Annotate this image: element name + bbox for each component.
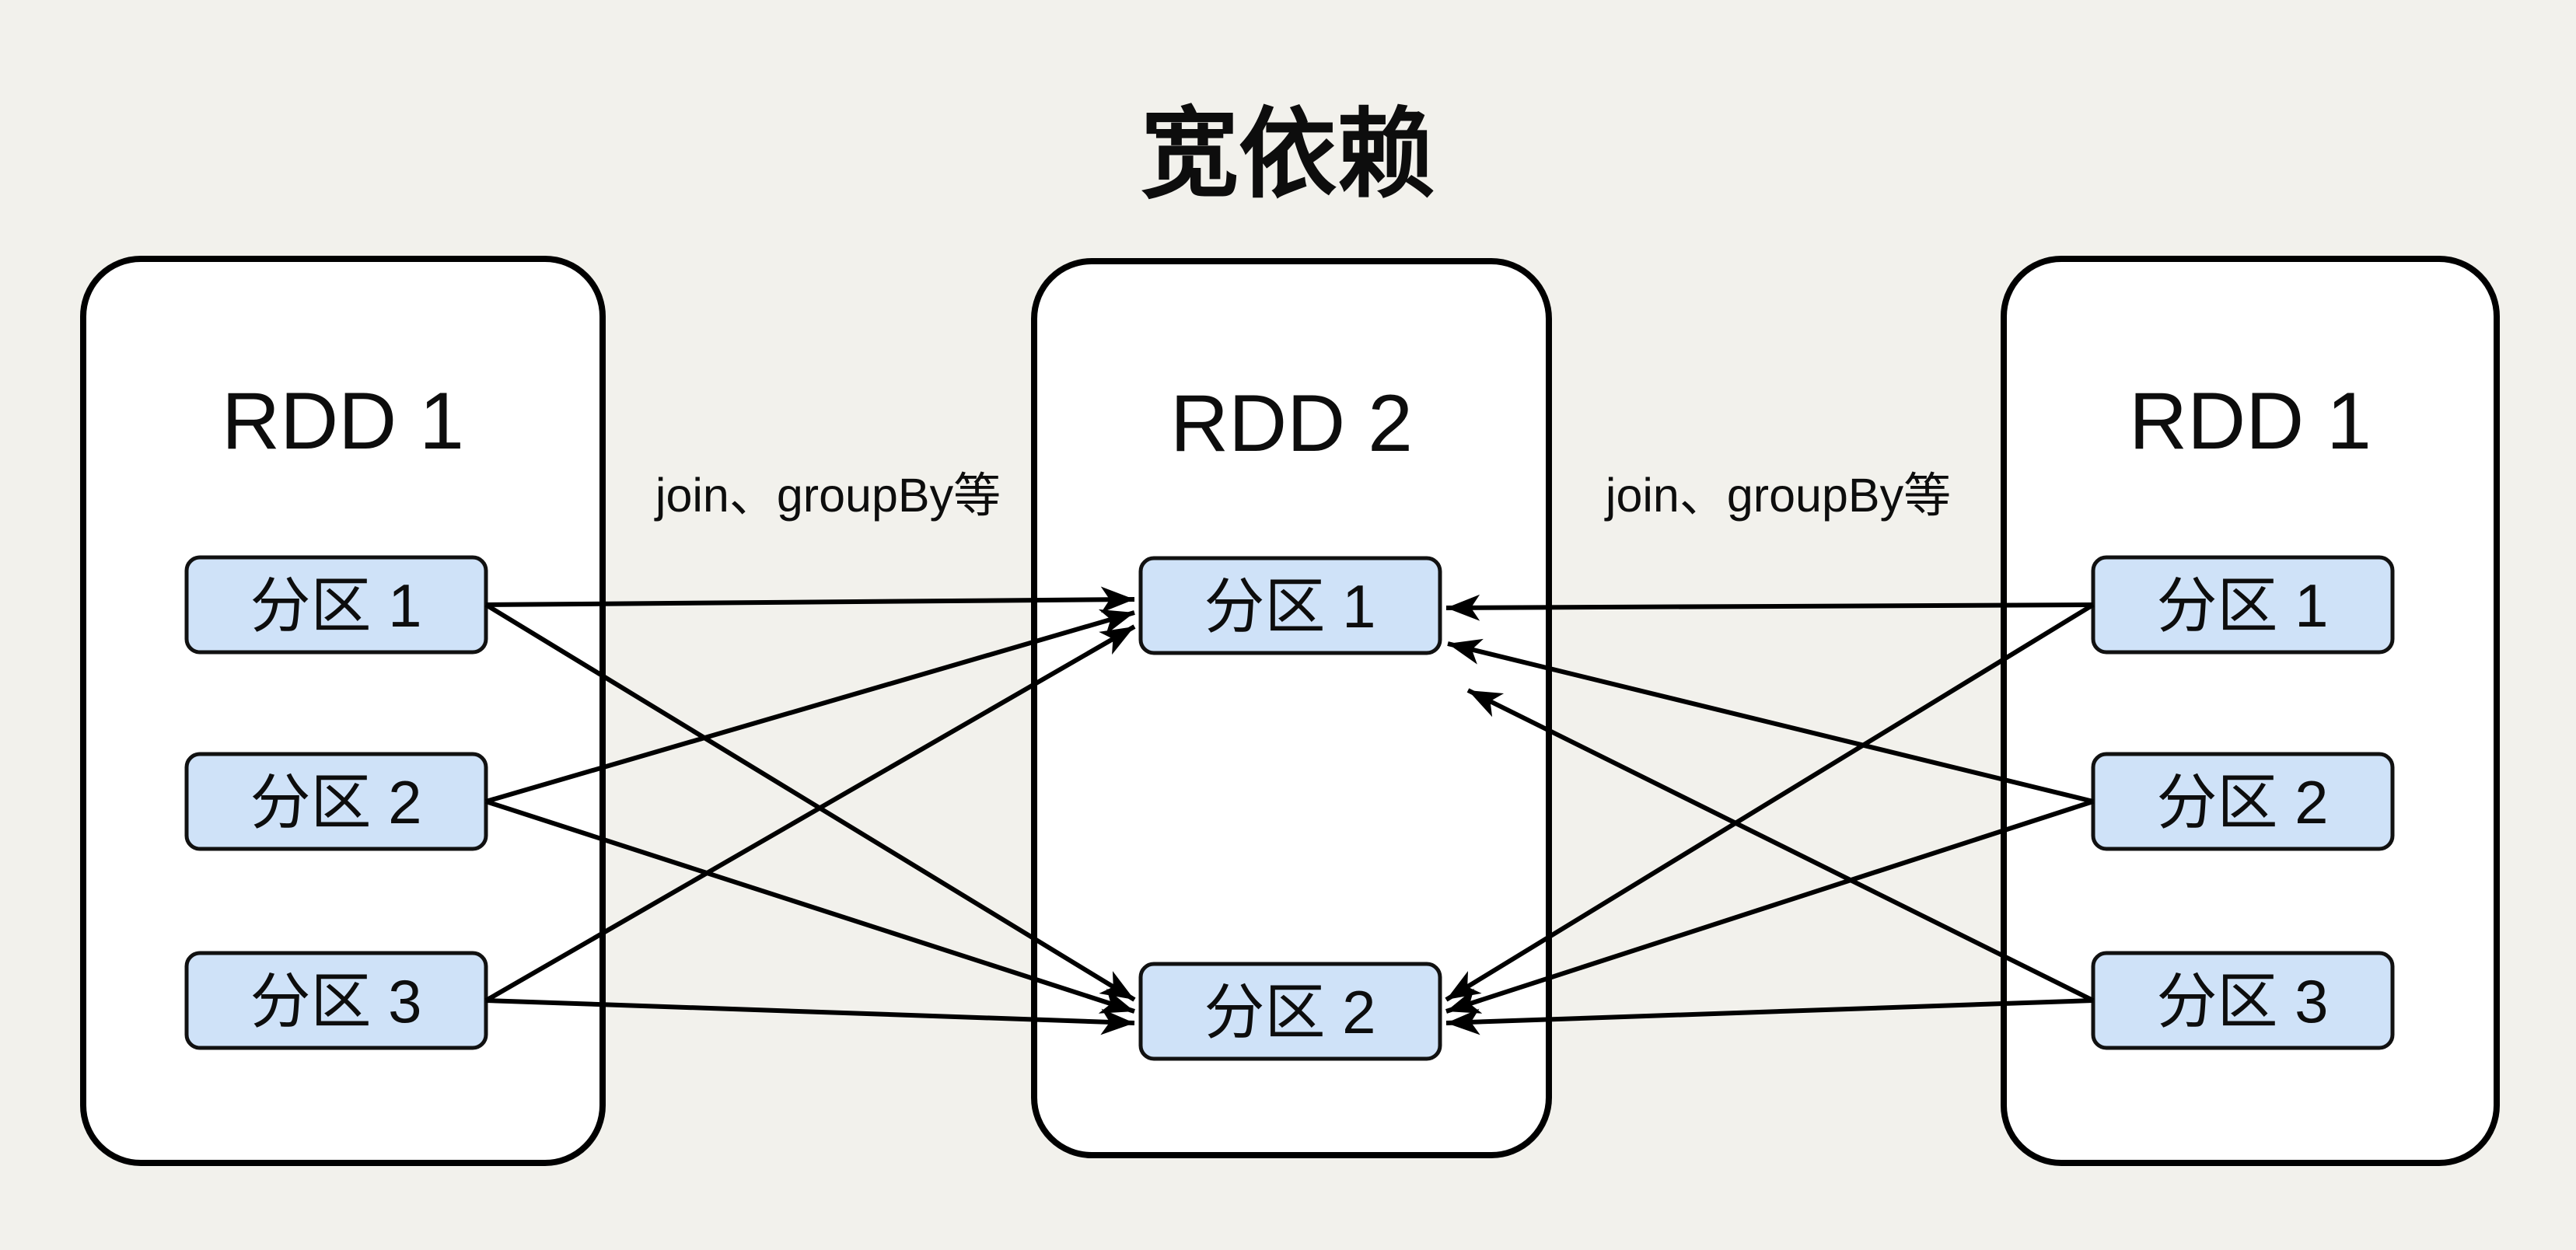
rdd-right-label: RDD 1: [2129, 376, 2372, 466]
edge-l2-to-m2: [485, 799, 1135, 1014]
edge-r2-to-m2: [1445, 799, 2094, 1014]
rdd-left-partition-2-label: 分区 2: [250, 768, 421, 836]
rdd-left-partition-3-label: 分区 3: [250, 967, 421, 1035]
edge-r3-to-m2: [1445, 998, 2094, 1035]
edge-r2-to-m1: [1447, 638, 2094, 804]
edges-left-to-middle: [484, 586, 1136, 1035]
edge-l2-to-m1: [485, 609, 1135, 804]
rdd-right-box: [2001, 256, 2500, 1166]
edge-r1-to-m1: [1445, 594, 2094, 621]
rdd-middle-partition-2-label: 分区 2: [1204, 978, 1375, 1046]
edge-l3-to-m2: [485, 998, 1135, 1035]
rdd-left-group: RDD 1 分区 1 分区 2 分区 3: [80, 256, 606, 1166]
operation-label-left: join、groupBy等: [654, 469, 1001, 522]
operation-label-right: join、groupBy等: [1604, 469, 1951, 522]
edge-r1-to-m2: [1445, 602, 2095, 1002]
page-title: 宽依赖: [1141, 100, 1435, 209]
rdd-middle-partition-2-box: [1138, 962, 1442, 1061]
edge-r3-to-m1: [1466, 688, 2095, 1003]
rdd-middle-box: [1031, 258, 1552, 1158]
edge-l1-to-m2: [484, 602, 1136, 1002]
edges-right-to-middle: [1445, 594, 2095, 1035]
rdd-middle-partition-1-label: 分区 1: [1204, 572, 1375, 641]
rdd-left-partition-1-label: 分区 1: [250, 571, 421, 640]
rdd-right-partition-3-label: 分区 3: [2156, 967, 2328, 1035]
rdd-right-partition-1-label: 分区 1: [2156, 571, 2328, 640]
edge-l3-to-m1: [484, 624, 1136, 1003]
rdd-middle-partition-1-box: [1138, 556, 1442, 655]
rdd-left-label: RDD 1: [222, 376, 464, 466]
rdd-left-box: [80, 256, 606, 1166]
rdd-middle-group: RDD 2 分区 1 分区 2: [1031, 258, 1552, 1158]
edge-l1-to-m1: [485, 586, 1135, 613]
rdd-middle-label: RDD 2: [1170, 379, 1413, 469]
rdd-right-group: RDD 1 分区 1 分区 2 分区 3: [2001, 256, 2500, 1166]
rdd-right-partition-2-label: 分区 2: [2156, 768, 2328, 836]
